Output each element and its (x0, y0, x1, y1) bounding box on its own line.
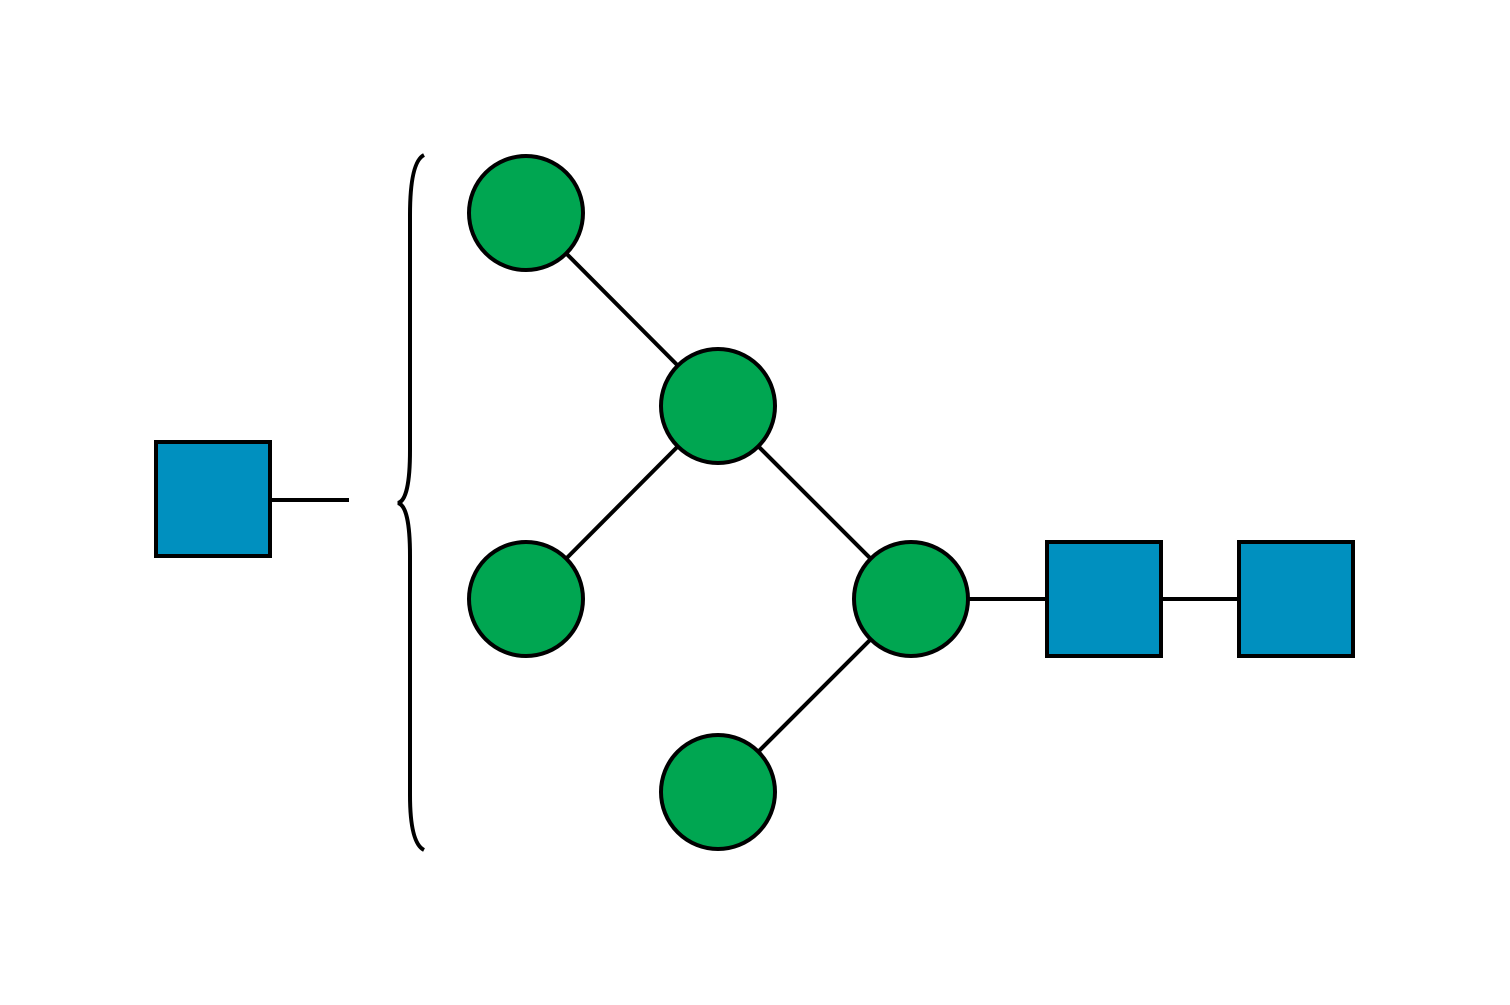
attachment-brace (397, 153, 426, 852)
green-circle-icon (467, 154, 585, 272)
green-circle-icon (659, 733, 777, 851)
blue-square-icon (1045, 540, 1163, 658)
green-circle-icon (852, 540, 970, 658)
blue-square-icon (154, 440, 272, 558)
green-circle-icon (467, 540, 585, 658)
green-circle-icon (659, 347, 777, 465)
blue-square-icon (1237, 540, 1355, 658)
